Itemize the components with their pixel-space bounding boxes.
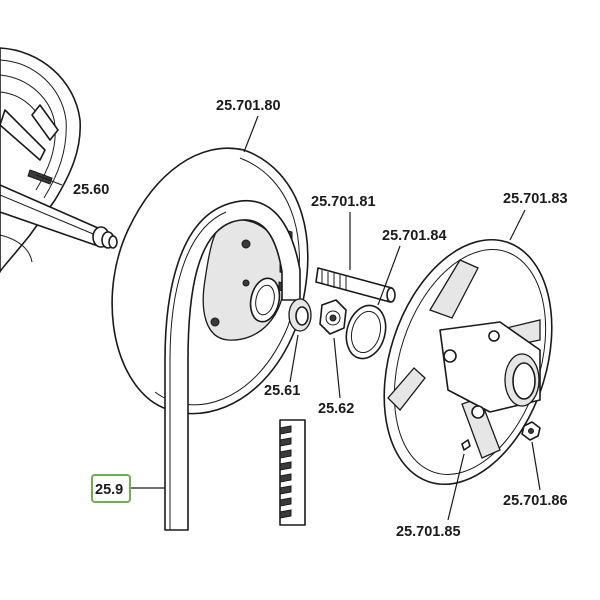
callout-25-701-81: 25.701.81 [311,194,376,210]
wheel-assembly [0,47,81,273]
callout-25-62: 25.62 [318,401,354,417]
callout-25-701-84: 25.701.84 [382,228,447,244]
highlight-box [91,474,131,503]
drive-pulley [111,147,309,415]
callout-25-60: 25.60 [73,182,109,198]
toothed-belt [164,199,306,531]
bolt [315,267,396,303]
o-ring [345,304,387,360]
callout-25-9[interactable]: 25.9 [95,482,123,498]
callout-25-701-80: 25.701.80 [216,98,281,114]
callout-25-701-83: 25.701.83 [503,191,568,207]
hex-nut [319,299,347,335]
bushing [288,298,312,332]
shaft [0,169,118,249]
callout-25-701-86: 25.701.86 [503,493,568,509]
leader-lines [35,115,541,521]
driven-pulley [383,238,553,486]
callout-25-61: 25.61 [264,383,300,399]
callout-25-701-85: 25.701.85 [396,524,461,540]
